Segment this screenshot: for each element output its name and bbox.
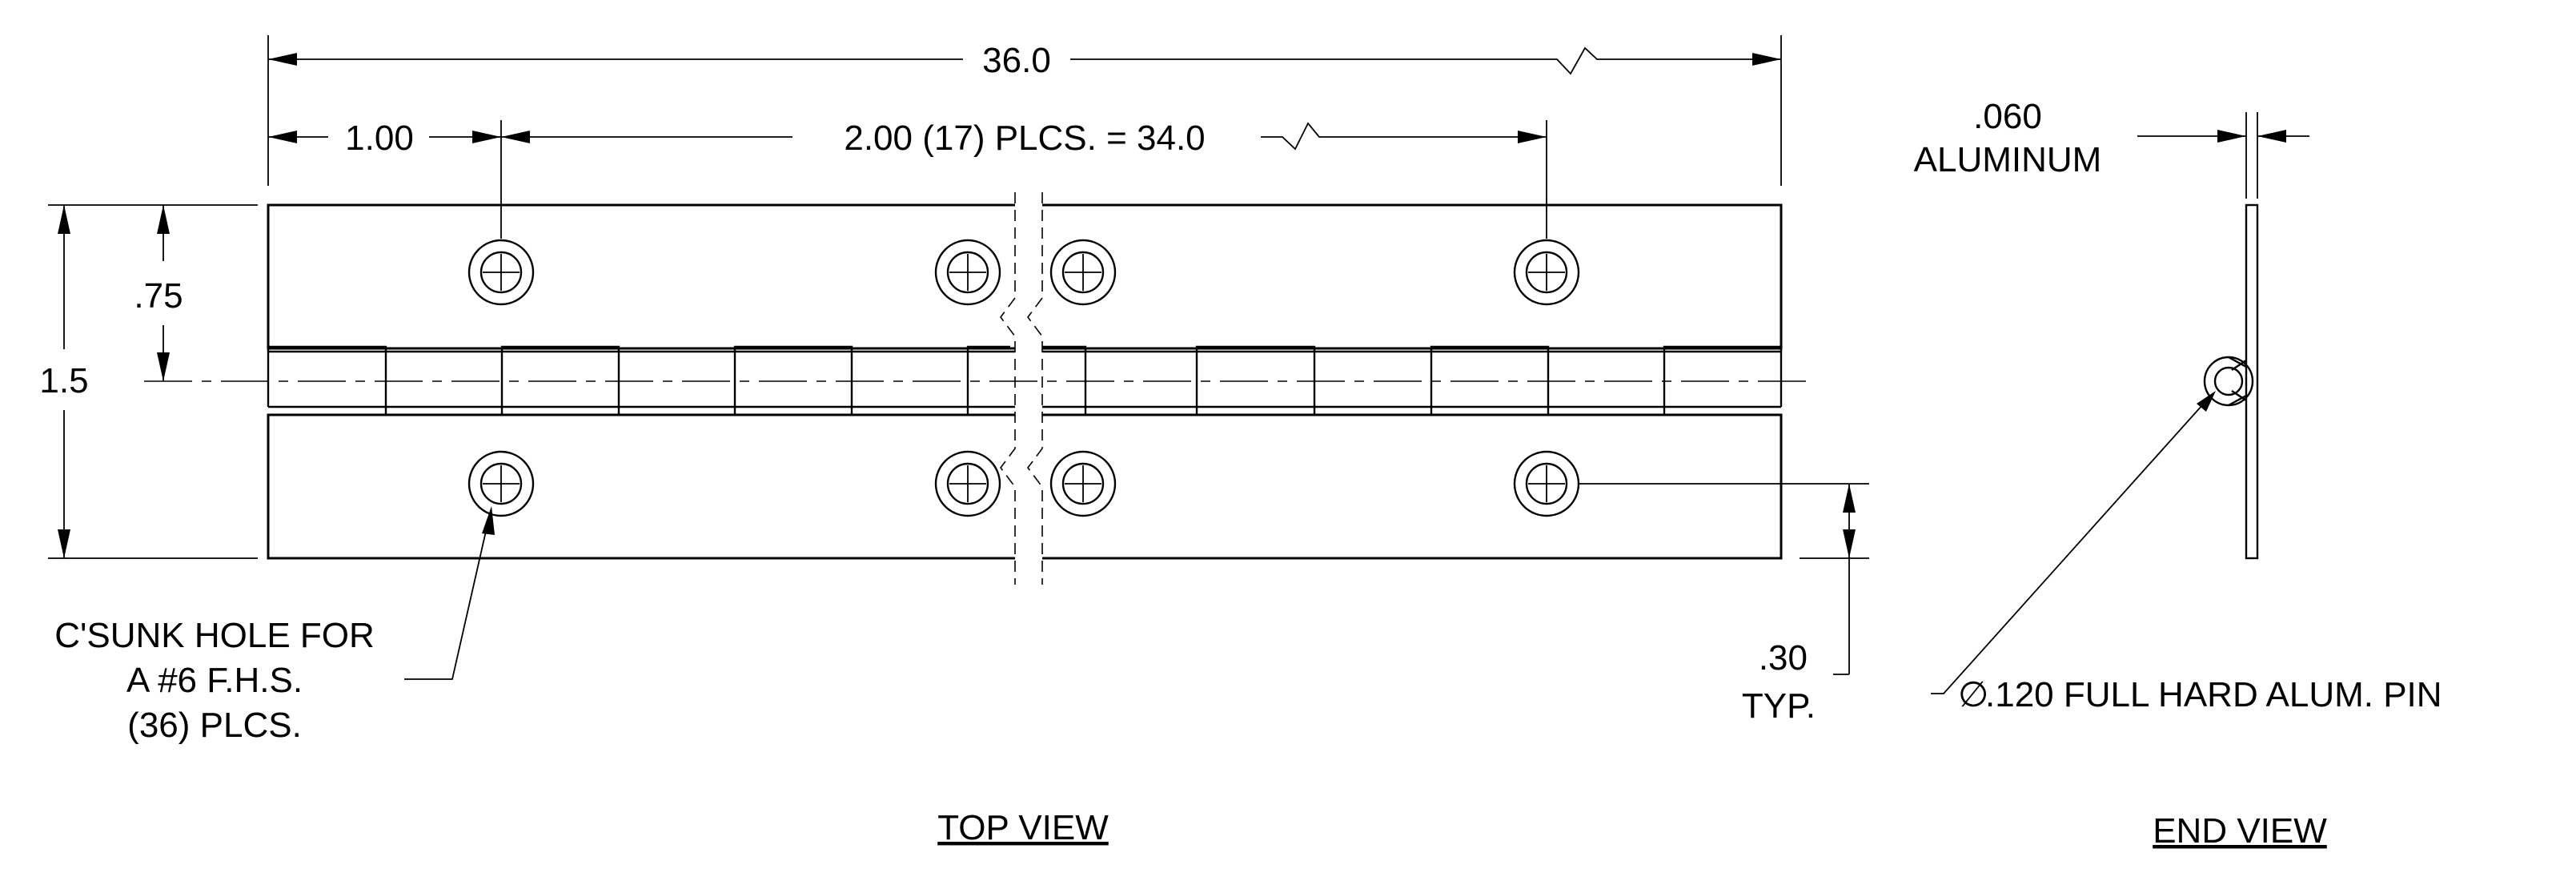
pin-diameter-symbol: ∅ — [1958, 675, 1988, 714]
countersunk-holes — [467, 239, 1580, 517]
hole-icon — [467, 239, 535, 306]
dim-edge-offset: .30 TYP. — [1579, 483, 1869, 726]
hole-note-1: C'SUNK HOLE FOR — [54, 616, 375, 655]
edge-to-hole-label: 1.00 — [345, 119, 414, 158]
hole-icon — [934, 450, 1001, 517]
pin-callout-label: .120 FULL HARD ALUM. PIN — [1985, 675, 2442, 714]
top-view: 36.0 1.00 2.00 (17) PLCS. = 34.0 — [39, 35, 1869, 847]
material-label: ALUMINUM — [1914, 140, 2102, 179]
pin-callout: ∅ .120 FULL HARD ALUM. PIN — [1931, 391, 2442, 714]
hole-icon — [1049, 450, 1117, 517]
hole-icon — [1513, 239, 1580, 306]
hole-icon — [934, 239, 1001, 306]
top-view-title: TOP VIEW — [937, 808, 1109, 847]
dim-hole-spacing: 1.00 2.00 (17) PLCS. = 34.0 — [268, 119, 1547, 239]
hole-offset-label: .75 — [134, 276, 183, 316]
hole-note-3: (36) PLCS. — [127, 706, 302, 745]
hole-callout: C'SUNK HOLE FOR A #6 F.H.S. (36) PLCS. — [54, 506, 495, 745]
overall-length-label: 36.0 — [982, 41, 1051, 80]
hole-icon — [1049, 239, 1117, 306]
dim-thickness: .060 ALUMINUM — [1914, 97, 2309, 199]
overall-width-label: 1.5 — [39, 361, 88, 400]
edge-offset-label: .30 — [1759, 638, 1808, 678]
edge-offset-typ: TYP. — [1742, 686, 1816, 726]
pin-icon — [2213, 366, 2244, 396]
dim-width: .75 1.5 — [39, 204, 258, 559]
hole-note-2: A #6 F.H.S. — [126, 661, 303, 700]
end-leaf — [2245, 203, 2259, 560]
dim-overall-length: 36.0 — [267, 35, 1782, 186]
end-view: .060 ALUMINUM ∅ .120 FULL HARD ALUM. PIN… — [1914, 97, 2442, 851]
hole-icon — [467, 450, 535, 517]
hole-icon — [1513, 450, 1580, 517]
hole-pitch-label: 2.00 (17) PLCS. = 34.0 — [844, 119, 1205, 158]
end-view-title: END VIEW — [2153, 811, 2327, 851]
thickness-label: .060 — [1973, 97, 2042, 136]
break-lines — [1000, 192, 1043, 585]
